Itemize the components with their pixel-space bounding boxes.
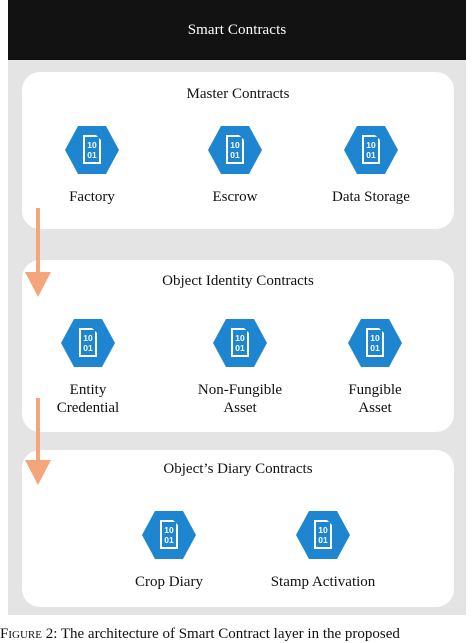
icon-binary-bottom: 01 [87,150,97,160]
icon-binary-top: 10 [87,140,97,150]
binary-file-icon: 10 01 [348,319,402,367]
flow-arrow-down [25,208,51,297]
icon-binary-bottom: 01 [83,343,93,353]
object-diary-contracts-title: Object’s Diary Contracts [163,461,313,477]
binary-file-icon: 10 01 [61,319,115,367]
figure-caption-label: Figure 2: [0,626,58,642]
non-fungible-asset-contract: 10 01 Non-Fungible Asset [175,317,305,417]
icon-binary-top: 10 [366,140,376,150]
entity-credential-label: Entity Credential [56,382,120,416]
figure-caption: Figure 2: The architecture of Smart Cont… [0,626,400,643]
non-fungible-asset-label: Non-Fungible Asset [197,382,283,416]
icon-binary-top: 10 [235,333,245,343]
master-contracts-section: Master Contracts 10 01 Factory 10 01 Esc… [22,72,454,229]
icon-binary-bottom: 01 [235,343,245,353]
object-diary-contracts-section: Object’s Diary Contracts 10 01 Crop Diar… [22,450,454,607]
object-identity-contracts-title: Object Identity Contracts [162,273,314,289]
binary-file-icon: 10 01 [208,126,262,174]
data-storage-contract: 10 01 Data Storage [306,124,436,206]
master-contracts-title: Master Contracts [186,86,290,102]
icon-binary-bottom: 01 [366,150,376,160]
escrow-label: Escrow [212,189,258,205]
fungible-asset-label: Fungible Asset [348,382,402,416]
entity-credential-contract: 10 01 Entity Credential [23,317,153,417]
escrow-contract: 10 01 Escrow [170,124,300,206]
icon-binary-bottom: 01 [370,343,380,353]
fungible-asset-contract: 10 01 Fungible Asset [310,317,440,417]
figure-caption-text: The architecture of Smart Contract layer… [57,626,400,642]
crop-diary-contract: 10 01 Crop Diary [104,509,234,591]
icon-binary-top: 10 [164,525,174,535]
binary-file-icon: 10 01 [65,126,119,174]
icon-binary-top: 10 [83,333,93,343]
icon-binary-bottom: 01 [318,535,328,545]
diagram-title: Smart Contracts [187,21,287,38]
data-storage-label: Data Storage [332,189,410,205]
stamp-activation-label: Stamp Activation [270,574,376,590]
object-identity-contracts-section: Object Identity Contracts 10 01 Entity C… [22,260,454,432]
icon-binary-bottom: 01 [230,150,240,160]
binary-file-icon: 10 01 [296,511,350,559]
icon-binary-top: 10 [370,333,380,343]
diagram-header: Smart Contracts [8,0,466,60]
stamp-activation-contract: 10 01 Stamp Activation [258,509,388,591]
icon-binary-bottom: 01 [164,535,174,545]
icon-binary-top: 10 [230,140,240,150]
flow-arrow-down [25,398,51,485]
factory-contract: 10 01 Factory [27,124,157,206]
icon-binary-top: 10 [318,525,328,535]
factory-label: Factory [69,189,115,205]
binary-file-icon: 10 01 [213,319,267,367]
binary-file-icon: 10 01 [344,126,398,174]
crop-diary-label: Crop Diary [135,574,203,590]
binary-file-icon: 10 01 [142,511,196,559]
